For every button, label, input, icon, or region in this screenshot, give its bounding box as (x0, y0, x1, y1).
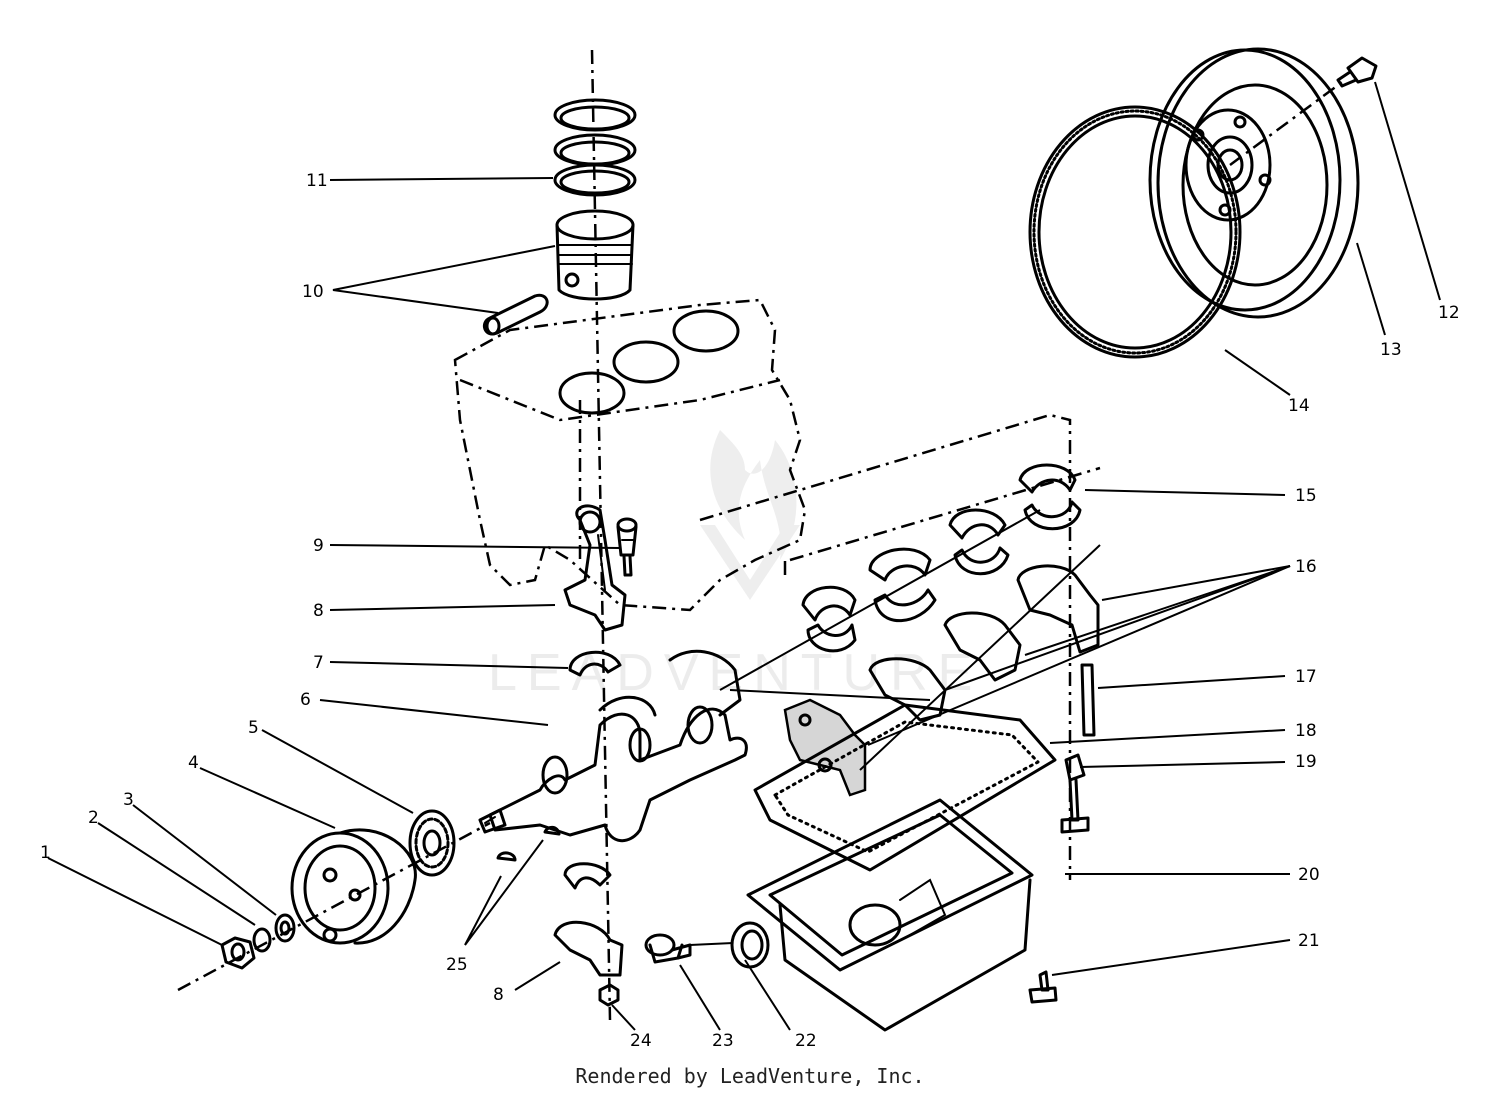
crankshaft (478, 649, 748, 843)
callout-11: 11 (306, 171, 328, 191)
callout-13: 13 (1380, 340, 1402, 360)
callout-15: 15 (1295, 486, 1317, 506)
flywheel-axis-line (1229, 78, 1346, 167)
leader-lines (47, 81, 1441, 1031)
oil-pan-bolt (1028, 970, 1058, 1004)
crank-pulley (290, 828, 417, 945)
callout-8-upper: 8 (313, 601, 324, 621)
crank-axis-line (177, 821, 491, 992)
watermark-text: LEADVENTURE (488, 644, 982, 702)
main-bearing-shells (801, 463, 1082, 653)
cap-bolt (1060, 753, 1090, 834)
callouts: 1 2 3 4 5 6 7 8 8 9 10 11 12 13 14 15 16… (40, 171, 1460, 1051)
drain-plug-gasket (730, 921, 770, 969)
callout-14: 14 (1288, 396, 1310, 416)
drain-plug (644, 933, 692, 964)
callout-24: 24 (630, 1031, 652, 1051)
callout-5: 5 (248, 718, 259, 738)
callout-22: 22 (795, 1031, 817, 1051)
callout-8-lower: 8 (493, 985, 504, 1005)
callout-12: 12 (1438, 303, 1460, 323)
rod-nut (598, 983, 620, 1007)
dowel-pin (1080, 663, 1096, 737)
piston (555, 209, 635, 301)
connecting-rod (563, 504, 627, 632)
woodruff-keys (496, 825, 561, 862)
engine-block (453, 298, 1101, 880)
callout-18: 18 (1295, 721, 1317, 741)
rod-bearing-upper (568, 650, 622, 677)
crank-gear (408, 809, 456, 877)
rod-bolt (616, 517, 638, 577)
callout-6: 6 (300, 690, 311, 710)
leadventure-watermark: LEADVENTURE (488, 430, 982, 702)
callout-19: 19 (1295, 752, 1317, 772)
callout-20: 20 (1298, 865, 1320, 885)
callout-16: 16 (1295, 557, 1317, 577)
callout-23: 23 (712, 1031, 734, 1051)
piston-pin (482, 293, 549, 336)
callout-9: 9 (313, 536, 324, 556)
callout-4: 4 (188, 753, 199, 773)
rendered-by-credit: Rendered by LeadVenture, Inc. (575, 1064, 925, 1088)
flywheel (1148, 47, 1360, 319)
flywheel-bolt (1336, 56, 1378, 88)
callout-7: 7 (313, 653, 324, 673)
piston-rings (553, 98, 637, 197)
callout-17: 17 (1295, 667, 1317, 687)
piston-centerline (590, 49, 612, 1021)
lock-washer (252, 927, 272, 953)
rod-bearing-lower (563, 862, 612, 890)
ring-gear (1028, 105, 1242, 359)
oil-pan-gasket (753, 703, 1057, 872)
callout-21: 21 (1298, 931, 1320, 951)
callout-25: 25 (446, 955, 468, 975)
callout-1: 1 (40, 843, 51, 863)
main-bearing-caps (783, 564, 1100, 797)
connecting-rod-cap (553, 920, 624, 977)
callout-3: 3 (123, 790, 134, 810)
callout-10: 10 (302, 282, 324, 302)
callout-2: 2 (88, 808, 99, 828)
oil-pan (746, 798, 1034, 1032)
crank-nut (220, 936, 256, 970)
